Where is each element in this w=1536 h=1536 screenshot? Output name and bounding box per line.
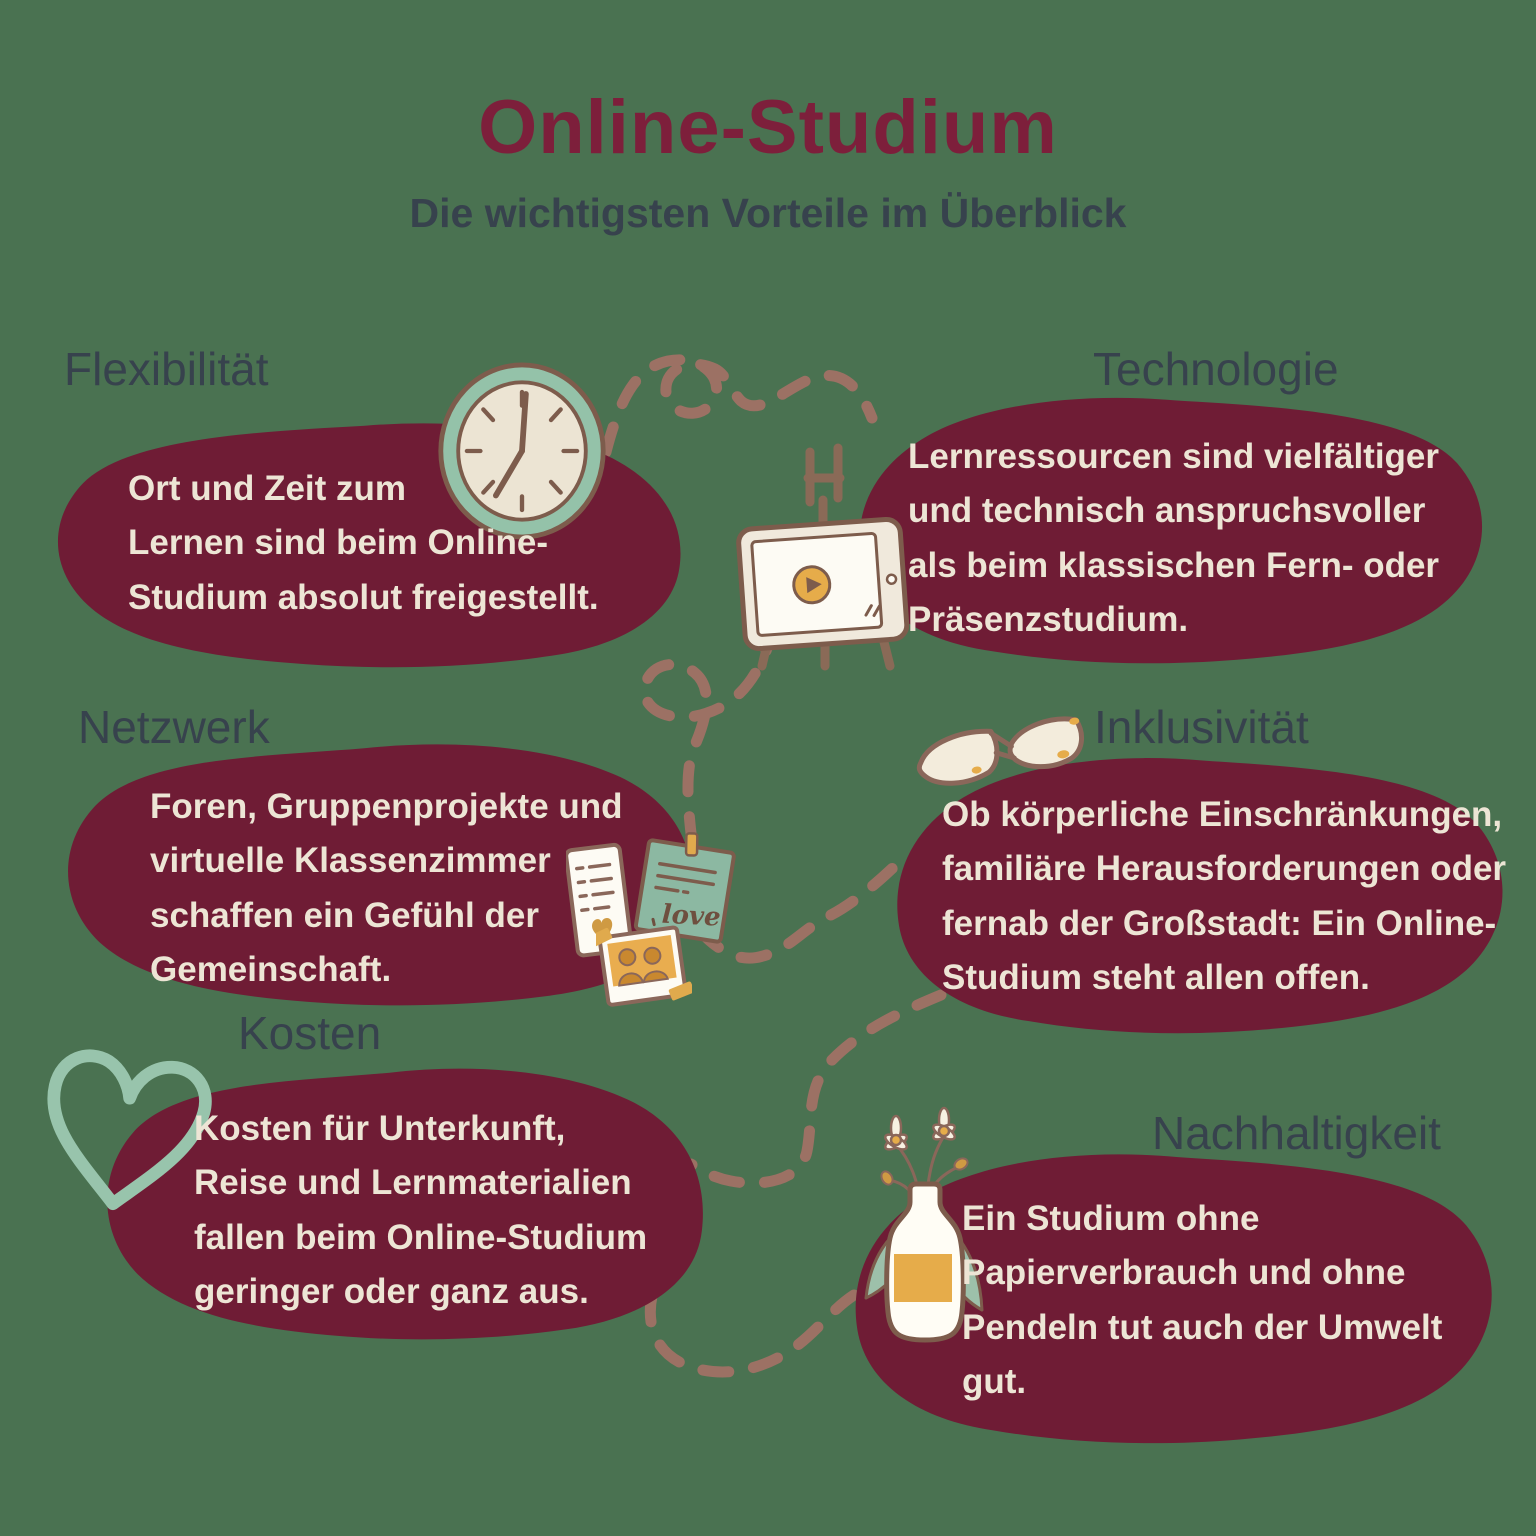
section-heading-technologie: Technologie	[1093, 343, 1339, 395]
polaroid-photo-icon	[596, 925, 692, 1007]
blob-nachhaltigkeit	[855, 1154, 1492, 1444]
clock-icon	[438, 362, 606, 540]
page-subtitle: Die wichtigsten Vorteile im Überblick	[409, 190, 1127, 236]
section-heading-nachhaltigkeit: Nachhaltigkeit	[1152, 1107, 1441, 1159]
vase-flowers-icon	[864, 1106, 984, 1343]
section-text-technologie: Lernressourcen sind vielfältiger und tec…	[908, 437, 1440, 639]
section-heading-inklusivitaet: Inklusivität	[1094, 701, 1309, 753]
section-heading-flexibilitaet: Flexibilität	[64, 343, 269, 395]
page-title: Online-Studium	[478, 85, 1058, 170]
easel-tablet-icon	[736, 443, 910, 671]
heart-icon	[47, 1049, 212, 1211]
blob-kosten	[107, 1068, 703, 1340]
blob-netzwerk	[68, 744, 693, 1006]
section-text-netzwerk: Foren, Gruppenprojekte und virtuelle Kla…	[150, 787, 623, 989]
section-text-flexibilitaet: Ort und Zeit zum Lernen sind beim Online…	[128, 469, 599, 617]
blob-technologie	[859, 397, 1483, 664]
glasses-icon	[916, 716, 1084, 786]
section-text-nachhaltigkeit: Ein Studium ohne Papierverbrauch und ohn…	[962, 1199, 1443, 1401]
section-heading-netzwerk: Netzwerk	[78, 701, 270, 753]
blob-inklusivitaet	[897, 758, 1503, 1034]
section-heading-kosten: Kosten	[238, 1007, 382, 1059]
section-text-kosten: Kosten für Unterkunft, Reise und Lernmat…	[194, 1109, 648, 1311]
section-text-inklusivitaet: Ob körperliche Einschränkungen, familiär…	[942, 795, 1507, 997]
